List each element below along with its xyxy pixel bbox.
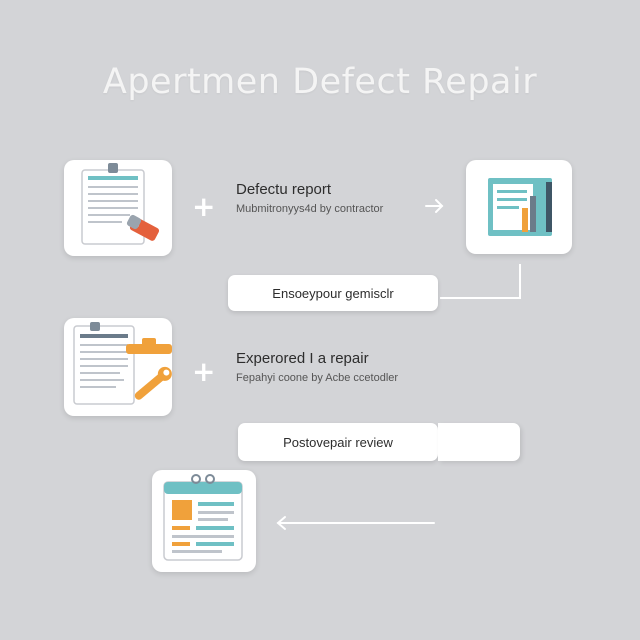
repair-card xyxy=(64,318,172,416)
arrow-left-icon xyxy=(276,516,435,530)
step-1-title: Defectu report xyxy=(236,181,332,198)
plus-icon: + xyxy=(192,190,216,223)
step-2-subtitle: Fepahyi coone by Acbe ccetodler xyxy=(236,372,399,384)
pill-step-1: Ensoeypour gemisclr xyxy=(228,275,438,311)
plus-icon: + xyxy=(192,355,216,388)
review-card xyxy=(152,470,256,572)
arrow-right-icon xyxy=(425,199,444,213)
calendar-report-icon xyxy=(163,474,243,561)
step-1-subtitle: Mubmitronyys4d by contractor xyxy=(236,203,384,215)
wrench-checklist-icon xyxy=(73,322,172,405)
pill-step-2-tail xyxy=(438,423,520,461)
chart-document-icon xyxy=(488,178,552,236)
report-chart-card xyxy=(466,160,572,254)
defect-report-card xyxy=(64,160,172,256)
pill-step-2: Postovepair review xyxy=(238,423,438,461)
step-2-title: Experored I a repair xyxy=(236,350,369,367)
connector-line-1 xyxy=(440,264,521,299)
page-title: Apertmen Defect Repair xyxy=(102,62,538,102)
clipboard-tag-icon xyxy=(81,163,160,245)
